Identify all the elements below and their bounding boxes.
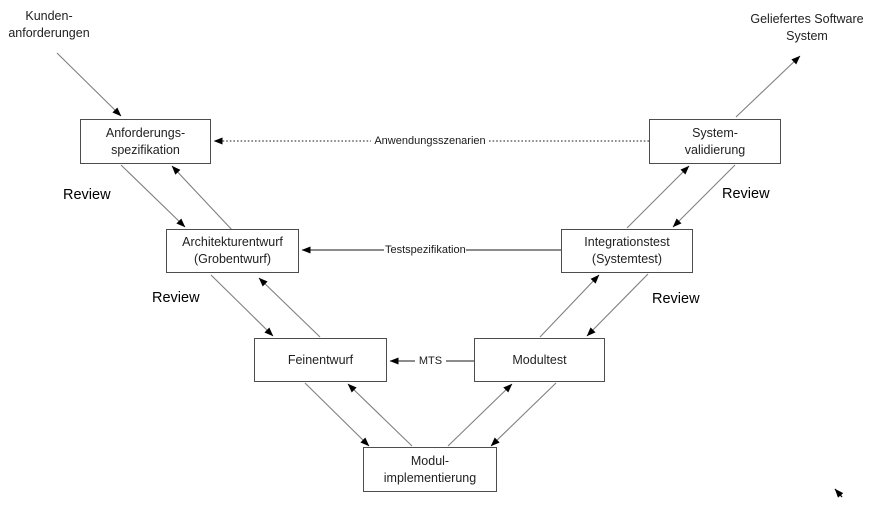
node-architekturentwurf: Architekturentwurf (Grobentwurf) bbox=[166, 229, 299, 273]
node-label: implementierung bbox=[383, 470, 477, 485]
edge-spec-to-arch-down bbox=[120, 164, 186, 228]
edge-geliefertes-system-out bbox=[735, 55, 801, 118]
edge-modultest-to-integ-up bbox=[539, 274, 600, 338]
label-line: System bbox=[786, 29, 828, 43]
label-line: Geliefertes Software bbox=[750, 12, 864, 26]
node-label: Modultest bbox=[512, 352, 567, 367]
edge-fein-to-arch-up bbox=[258, 277, 321, 338]
label-review-right-mid: Review bbox=[652, 291, 700, 307]
node-modultest: Modultest bbox=[474, 338, 605, 382]
edge-integ-to-modultest-down bbox=[586, 273, 649, 337]
node-label: validierung bbox=[684, 142, 746, 157]
edge-impl-to-modultest-up bbox=[447, 383, 513, 447]
label-line: Kunden- bbox=[25, 9, 73, 23]
edge-fein-to-impl-down bbox=[304, 382, 370, 447]
label-review-right-top: Review bbox=[722, 186, 770, 202]
edge-modultest-to-impl-down bbox=[490, 382, 557, 447]
node-label: Architekturentwurf bbox=[182, 235, 283, 249]
node-label: Feinentwurf bbox=[287, 352, 354, 367]
node-label: System- bbox=[692, 125, 738, 140]
node-label: Modul- bbox=[410, 453, 450, 468]
label-kundenanforderungen: Kunden- anforderungen bbox=[0, 8, 98, 42]
edge-integ-to-valid-up bbox=[626, 165, 690, 229]
label-review-left-top: Review bbox=[63, 187, 111, 203]
mouse-cursor bbox=[834, 488, 844, 498]
label-testspezifikation: Testspezifikation bbox=[384, 244, 466, 257]
node-label: (Systemtest) bbox=[591, 252, 663, 266]
node-label: (Grobentwurf) bbox=[193, 252, 272, 266]
edge-impl-to-fein-up bbox=[347, 383, 413, 447]
edge-kundenanforderungen-in bbox=[56, 52, 122, 117]
label-line: anforderungen bbox=[8, 26, 90, 40]
edge-valid-to-integ-down bbox=[672, 164, 736, 228]
label-geliefertes-software-system: Geliefertes Software System bbox=[740, 11, 874, 45]
node-feinentwurf: Feinentwurf bbox=[254, 338, 387, 382]
label-mts: MTS bbox=[415, 355, 446, 368]
node-anforderungsspezifikation: Anforderungs- spezifikation bbox=[80, 119, 211, 164]
node-label: Anforderungs- bbox=[105, 125, 186, 140]
label-review-left-mid: Review bbox=[152, 290, 200, 306]
edge-arch-to-spec-up bbox=[171, 165, 234, 232]
label-anwendungsszenarien: Anwendungsszenarien bbox=[371, 135, 489, 148]
node-systemvalidierung: System- validierung bbox=[649, 119, 781, 164]
node-label: Integrationstest bbox=[584, 235, 670, 249]
node-modulimplementierung: Modul- implementierung bbox=[363, 447, 497, 492]
node-integrationstest: Integrationstest (Systemtest) bbox=[561, 229, 693, 273]
edge-arch-to-fein-down bbox=[210, 274, 274, 337]
node-label: spezifikation bbox=[111, 142, 180, 157]
